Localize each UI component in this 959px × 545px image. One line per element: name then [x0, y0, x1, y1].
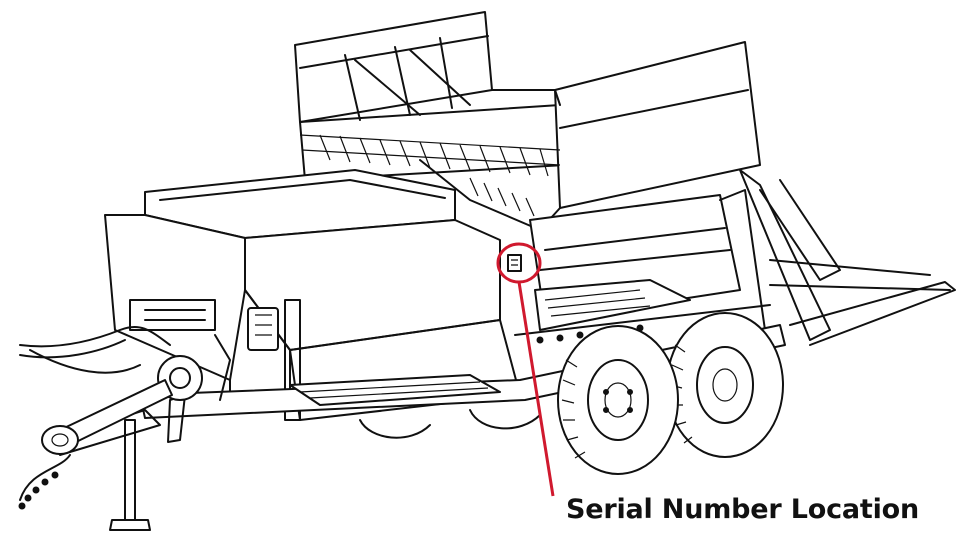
- wheel-front: [557, 325, 679, 475]
- wheel-rear: [666, 312, 784, 458]
- wheel-hidden: [359, 409, 541, 439]
- main-hopper-body: [104, 169, 521, 421]
- serial-plate: [507, 254, 522, 272]
- upper-hopper-extension: [294, 11, 761, 231]
- hitch-pto-hoses: [18, 299, 231, 510]
- callout-label: Serial Number Location: [566, 494, 920, 525]
- callout-leader-line: [517, 281, 555, 497]
- frame-chassis: [49, 304, 786, 531]
- discharge-boom: [529, 169, 956, 346]
